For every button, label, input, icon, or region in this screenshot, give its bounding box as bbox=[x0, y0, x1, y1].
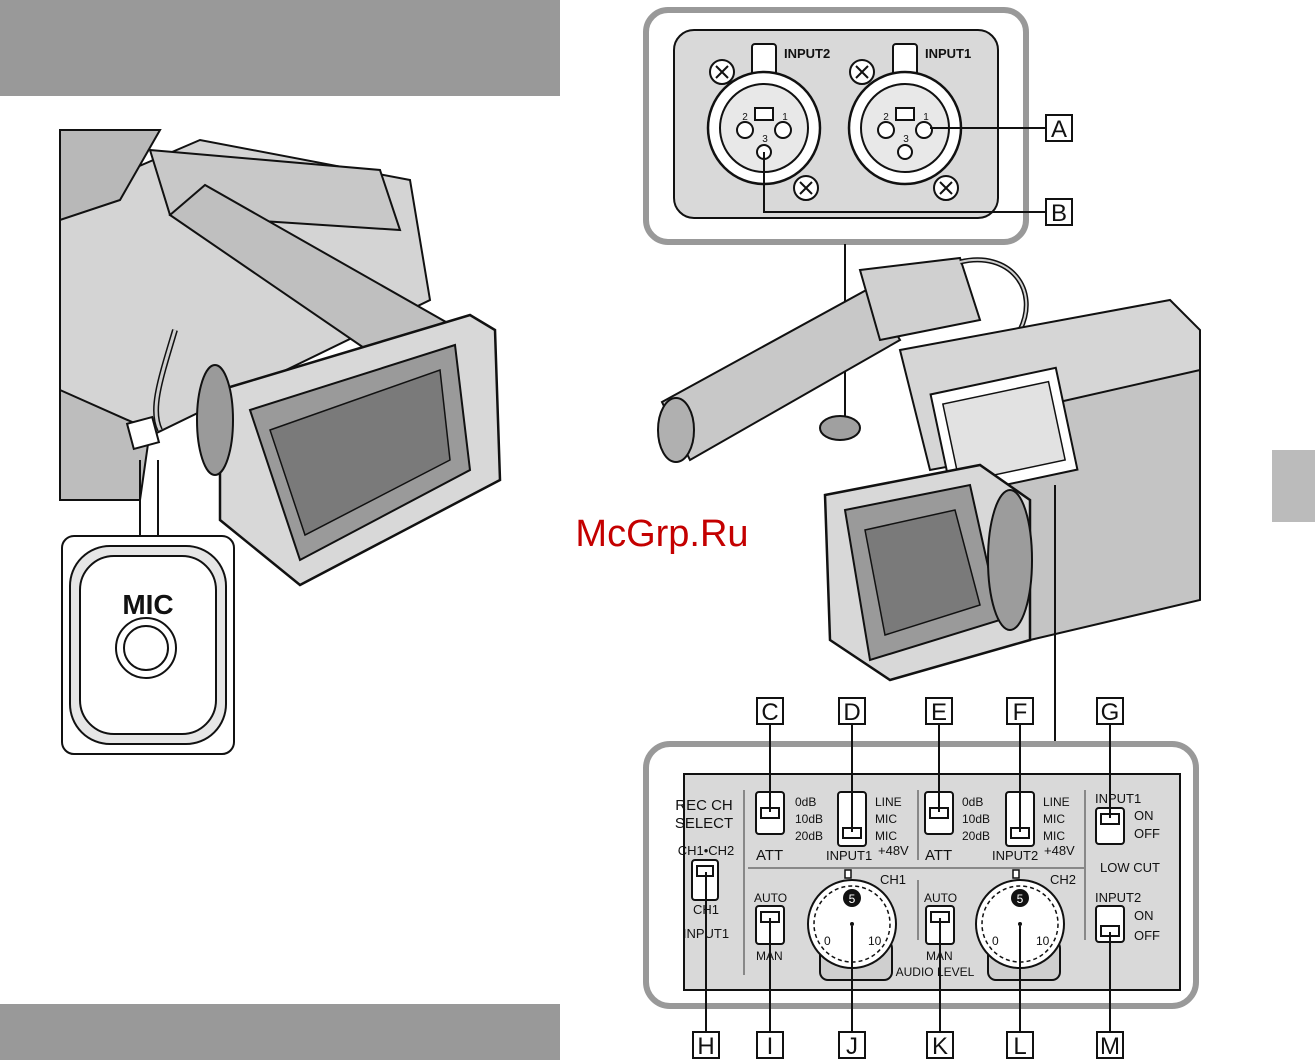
mic-jack-callout: MIC bbox=[62, 536, 234, 754]
lowcut-input1-label: INPUT1 bbox=[1095, 791, 1141, 806]
callout-D: D bbox=[839, 698, 865, 726]
svg-text:D: D bbox=[843, 699, 860, 726]
svg-text:+48V: +48V bbox=[1044, 843, 1075, 858]
low-cut-label: LOW CUT bbox=[1100, 860, 1160, 875]
ch1ch2-label: CH1•CH2 bbox=[678, 843, 735, 858]
svg-text:0: 0 bbox=[992, 934, 999, 948]
svg-text:MIC: MIC bbox=[1043, 812, 1065, 826]
right-camcorder-illustration bbox=[658, 258, 1200, 745]
input2-label: INPUT2 bbox=[784, 46, 830, 61]
svg-text:E: E bbox=[931, 699, 947, 726]
svg-text:F: F bbox=[1013, 699, 1028, 726]
input1-label: INPUT1 bbox=[925, 46, 971, 61]
svg-text:MIC: MIC bbox=[1043, 829, 1065, 843]
svg-text:5: 5 bbox=[1017, 892, 1024, 906]
callout-A: A bbox=[1046, 115, 1072, 143]
side-tab bbox=[1272, 450, 1315, 522]
callout-J: J bbox=[839, 1032, 865, 1060]
svg-text:A: A bbox=[1051, 116, 1067, 143]
source-input1-label: INPUT1 bbox=[826, 848, 872, 863]
lowcut-input2-label: INPUT2 bbox=[1095, 890, 1141, 905]
svg-text:0dB: 0dB bbox=[795, 795, 816, 809]
callout-E: E bbox=[926, 698, 952, 726]
callout-H: H bbox=[693, 1032, 719, 1060]
ch1-dial-label: CH1 bbox=[880, 872, 906, 887]
svg-text:ON: ON bbox=[1134, 808, 1154, 823]
footer-band bbox=[0, 1004, 560, 1060]
svg-text:ON: ON bbox=[1134, 908, 1154, 923]
svg-text:K: K bbox=[932, 1033, 948, 1060]
svg-text:10: 10 bbox=[868, 934, 882, 948]
svg-text:5: 5 bbox=[849, 892, 856, 906]
audio-control-panel: REC CH SELECT CH1•CH2 CH1 INPUT1 0dB 10d… bbox=[646, 744, 1196, 1006]
watermark: McGrp.Ru bbox=[575, 513, 748, 555]
att-label-1: ATT bbox=[756, 847, 783, 864]
svg-text:0dB: 0dB bbox=[962, 795, 983, 809]
svg-text:0: 0 bbox=[824, 934, 831, 948]
svg-text:20dB: 20dB bbox=[795, 829, 823, 843]
input1-pin3: 3 bbox=[903, 134, 909, 145]
callout-F: F bbox=[1007, 698, 1033, 726]
svg-text:L: L bbox=[1013, 1033, 1026, 1060]
input1-pin2: 2 bbox=[883, 112, 889, 123]
rec-ch-select-line1: REC CH bbox=[675, 797, 733, 814]
left-camcorder-illustration bbox=[56, 130, 501, 600]
svg-text:LINE: LINE bbox=[875, 795, 902, 809]
callout-K: K bbox=[927, 1032, 953, 1060]
svg-text:LINE: LINE bbox=[1043, 795, 1070, 809]
source-input2-label: INPUT2 bbox=[992, 848, 1038, 863]
input2-pin3: 3 bbox=[762, 134, 768, 145]
svg-text:+48V: +48V bbox=[878, 843, 909, 858]
svg-text:M: M bbox=[1100, 1033, 1120, 1060]
svg-text:OFF: OFF bbox=[1134, 826, 1160, 841]
input2-pin2: 2 bbox=[742, 112, 748, 123]
svg-text:10: 10 bbox=[1036, 934, 1050, 948]
svg-text:OFF: OFF bbox=[1134, 928, 1160, 943]
callout-C: C bbox=[757, 698, 783, 726]
svg-text:10dB: 10dB bbox=[795, 812, 823, 826]
input2-pin1: 1 bbox=[782, 112, 788, 123]
header-band bbox=[0, 0, 560, 96]
callout-B: B bbox=[1046, 199, 1072, 227]
rec-ch-select-line2: SELECT bbox=[675, 815, 733, 832]
svg-text:I: I bbox=[767, 1033, 774, 1060]
svg-text:AUTO: AUTO bbox=[754, 891, 787, 905]
callout-M: M bbox=[1097, 1032, 1123, 1060]
att-label-2: ATT bbox=[925, 847, 952, 864]
mic-label: MIC bbox=[122, 589, 173, 620]
ch2-dial-label: CH2 bbox=[1050, 872, 1076, 887]
svg-text:10dB: 10dB bbox=[962, 812, 990, 826]
svg-text:C: C bbox=[761, 699, 778, 726]
svg-text:MIC: MIC bbox=[875, 829, 897, 843]
callout-L: L bbox=[1007, 1032, 1033, 1060]
audio-level-label: AUDIO LEVEL bbox=[896, 965, 975, 979]
svg-text:J: J bbox=[846, 1033, 858, 1060]
svg-text:MIC: MIC bbox=[875, 812, 897, 826]
svg-text:H: H bbox=[697, 1033, 714, 1060]
callout-I: I bbox=[757, 1032, 783, 1060]
callout-G: G bbox=[1097, 698, 1123, 726]
svg-text:G: G bbox=[1101, 699, 1120, 726]
input1-pin1: 1 bbox=[923, 112, 929, 123]
svg-text:AUTO: AUTO bbox=[924, 891, 957, 905]
svg-text:20dB: 20dB bbox=[962, 829, 990, 843]
svg-text:B: B bbox=[1051, 200, 1067, 227]
